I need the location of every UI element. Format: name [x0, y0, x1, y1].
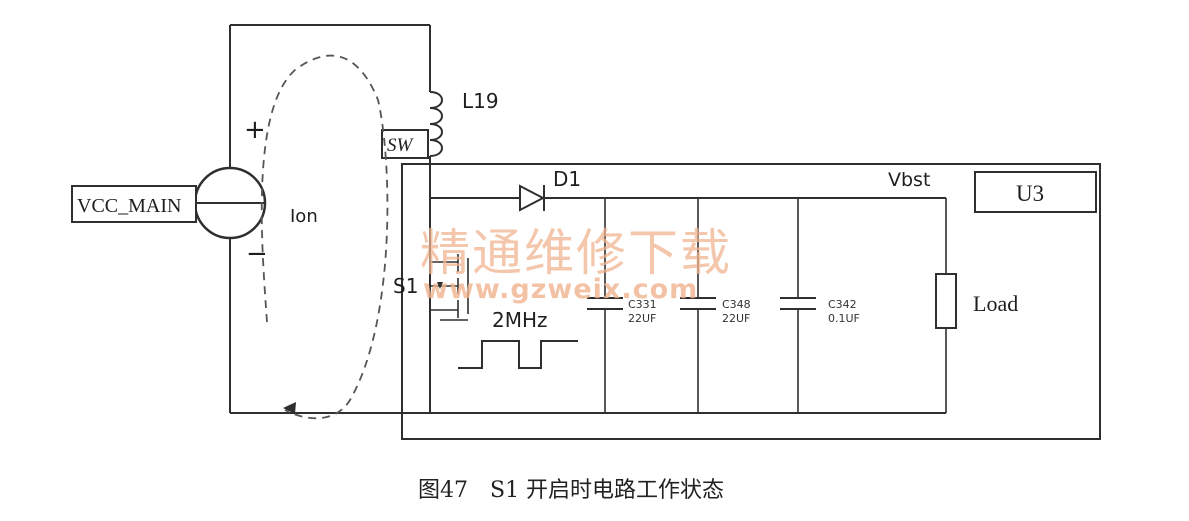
- vcc-main-source: [193, 166, 267, 240]
- mosfet-s1: [430, 254, 469, 321]
- u3-label: U3: [1016, 181, 1044, 206]
- capacitor-c348-name: C348: [722, 298, 751, 311]
- diode-label: D1: [553, 167, 581, 191]
- current-arrow-icon: [283, 402, 296, 414]
- current-loop-path: [260, 54, 389, 420]
- capacitor-c348: [680, 198, 716, 413]
- watermark-text: 精通维修下载: [420, 224, 732, 282]
- capacitor-c331-value: 22UF: [628, 312, 656, 325]
- figure-caption: 图47 S1 开启时电路工作状态: [418, 478, 724, 503]
- capacitor-c331-name: C331: [628, 298, 657, 311]
- sw-label: SW: [387, 135, 415, 156]
- outer-loop-wires: [229, 24, 946, 414]
- inductor-label: L19: [462, 89, 499, 113]
- frequency-label: 2MHz: [492, 308, 548, 332]
- capacitor-c342: [780, 198, 816, 413]
- u3-box: U3: [974, 171, 1097, 213]
- capacitor-c348-value: 22UF: [722, 312, 750, 325]
- plus-sign: +: [244, 115, 266, 145]
- u3-boundary: [401, 163, 1101, 440]
- vbst-label: Vbst: [888, 169, 930, 191]
- inductor-l19-coil: [429, 91, 443, 157]
- s1-label: S1: [393, 274, 418, 298]
- minus-sign: −: [246, 239, 268, 269]
- capacitor-c331: [587, 198, 623, 413]
- square-wave: [458, 340, 578, 369]
- ion-label: Ion: [290, 206, 318, 227]
- vcc-main-label: VCC_MAIN: [77, 195, 181, 217]
- watermark-url: www.gzweix.com: [423, 274, 698, 305]
- load-resistor: [935, 198, 957, 413]
- vcc-main-box: VCC_MAIN: [71, 185, 197, 223]
- sw-node: SW: [381, 129, 429, 159]
- diode-d1: [519, 184, 546, 212]
- capacitor-c342-value: 0.1UF: [828, 312, 860, 325]
- load-label: Load: [973, 291, 1018, 316]
- capacitor-c342-name: C342: [828, 298, 857, 311]
